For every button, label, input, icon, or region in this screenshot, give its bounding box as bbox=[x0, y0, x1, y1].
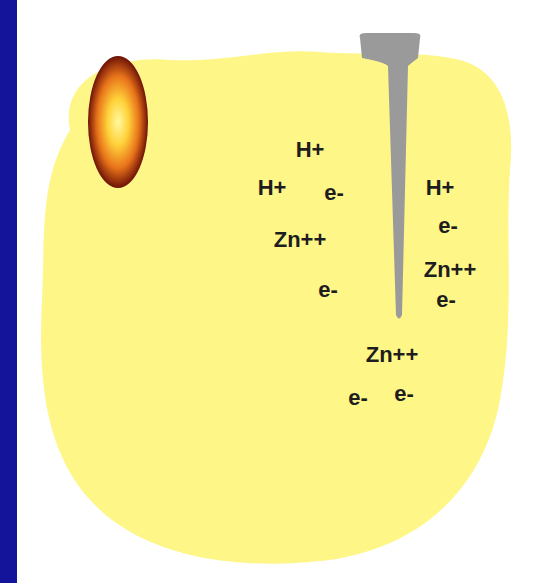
ion-label: Zn++ bbox=[366, 344, 419, 366]
ion-label: H+ bbox=[258, 177, 287, 199]
ion-label: e- bbox=[348, 387, 368, 409]
nail-symbol bbox=[360, 33, 421, 319]
yellow-region bbox=[41, 51, 511, 563]
ion-label: e- bbox=[318, 279, 338, 301]
heat-source bbox=[88, 56, 148, 188]
slide-border bbox=[0, 0, 17, 583]
ion-label: e- bbox=[436, 289, 456, 311]
ion-label: Zn++ bbox=[424, 259, 477, 281]
ion-label: e- bbox=[324, 182, 344, 204]
ion-label: e- bbox=[438, 215, 458, 237]
ion-label: H+ bbox=[296, 139, 325, 161]
ion-label: Zn++ bbox=[274, 229, 327, 251]
ion-label: e- bbox=[394, 383, 414, 405]
ion-label: H+ bbox=[426, 177, 455, 199]
